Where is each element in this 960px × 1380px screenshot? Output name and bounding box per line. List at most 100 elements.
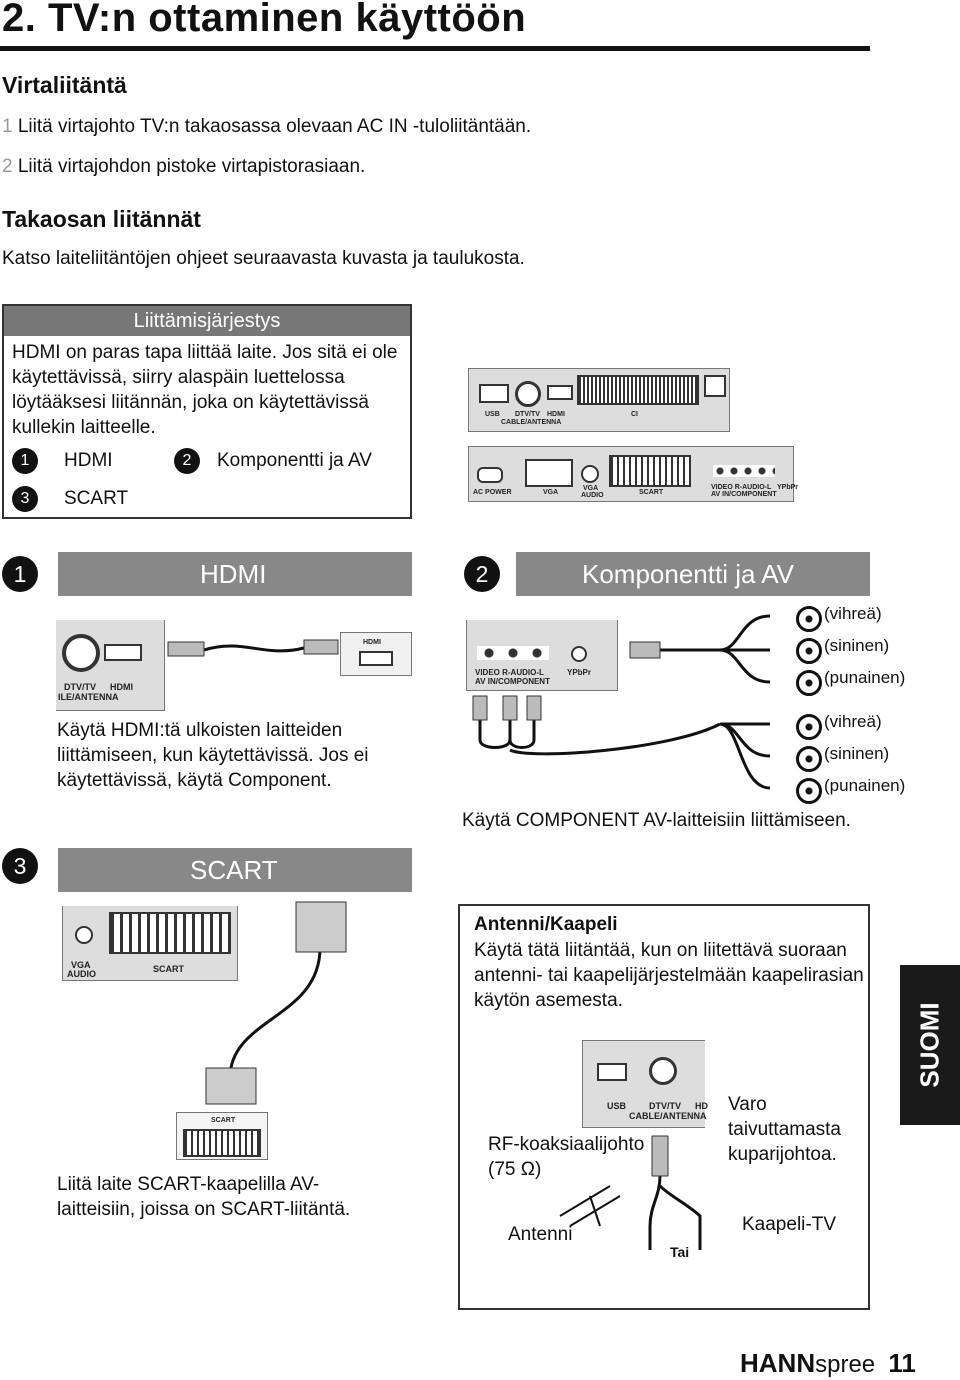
page-title: 2. TV:n ottaminen käyttöön xyxy=(2,0,527,40)
hdmi-port-icon xyxy=(104,644,142,661)
antenna-label: Antenni xyxy=(508,1224,573,1245)
coax-port-icon xyxy=(515,381,541,407)
step-number: 2 xyxy=(2,156,13,177)
label-video: VIDEO R-AUDIO-L xyxy=(711,484,772,491)
language-tab: SUOMI xyxy=(900,965,960,1125)
option-2-number: 2 xyxy=(174,448,200,474)
coax-port-icon xyxy=(62,634,100,672)
label-dtv: DTV/TV xyxy=(515,411,540,418)
plug-label: (vihreä) xyxy=(824,604,882,623)
antenna-text: Käytä tätä liitäntää, kun on liitettävä … xyxy=(474,940,864,1011)
label-vga-audio-2: AUDIO xyxy=(581,492,604,499)
antenna-title: Antenni/Kaapeli xyxy=(474,914,618,935)
comp-section-number: 2 xyxy=(464,556,500,592)
scart-port-icon xyxy=(183,1129,261,1157)
option-1-number: 1 xyxy=(12,448,38,474)
label-usb: USB xyxy=(607,1101,627,1111)
label-cable: CABLE/ANTENNA xyxy=(501,419,562,426)
label-dtv: DTV/TV xyxy=(64,682,97,692)
power-title: Virtaliitäntä xyxy=(2,72,127,98)
plug-label: (vihreä) xyxy=(824,712,882,731)
plug-label: (sininen) xyxy=(824,744,890,763)
hdmi-port-icon xyxy=(359,651,393,666)
power-step-1: 1 Liitä virtajohto TV:n takaosassa oleva… xyxy=(2,116,531,138)
plug-label: (sininen) xyxy=(824,636,890,655)
antenna-cable-icon xyxy=(559,1135,702,1250)
av-ports-icon xyxy=(477,646,549,660)
order-box: Liittämisjärjestys HDMI on paras tapa li… xyxy=(2,304,412,519)
rf-label: RF-koaksiaalijohto (75 Ω) xyxy=(488,1134,645,1180)
component-cables-icon xyxy=(472,614,771,790)
label-cable: ILE/ANTENNA xyxy=(58,692,119,702)
warning-label: Varo taivuttamasta kuparijohtoa. xyxy=(728,1094,841,1165)
ci-slot-icon xyxy=(577,375,699,405)
comp-section-title: Komponentti ja AV xyxy=(582,559,794,589)
comp-section-bar: Komponentti ja AV xyxy=(516,552,870,596)
hdmi-section-title: HDMI xyxy=(200,559,267,589)
option-1-label: HDMI xyxy=(64,450,113,471)
usb-port-icon xyxy=(597,1063,627,1081)
label-cable: CABLE/ANTENNA xyxy=(629,1111,707,1121)
brand-logo-bold: HANN xyxy=(740,1348,816,1378)
hdmi-cable-icon xyxy=(167,639,339,657)
label-hdmi: HDMI xyxy=(110,682,133,692)
av-ports-icon xyxy=(713,465,775,477)
cabletv-label: Kaapeli-TV xyxy=(742,1214,836,1235)
scart-section-number: 3 xyxy=(2,848,38,884)
scart-cable-icon xyxy=(205,901,347,1105)
plug-red-icon xyxy=(796,778,822,804)
plug-green-icon xyxy=(796,606,822,632)
scart-section-bar: SCART xyxy=(58,848,412,892)
tv-top-panel: USB DTV/TV CABLE/ANTENNA HDMI CI xyxy=(468,368,730,432)
option-3-number: 3 xyxy=(12,486,38,512)
hdmi-caption: Käytä HDMI:tä ulkoisten laitteiden liitt… xyxy=(57,720,369,791)
vga-audio-port-icon xyxy=(581,465,599,483)
title-rule xyxy=(0,46,870,51)
step-number: 1 xyxy=(2,116,13,137)
label-av-in: AV IN/COMPONENT xyxy=(711,491,777,498)
power-step-2: 2 Liitä virtajohdon pistoke virtapistora… xyxy=(2,156,365,178)
plug-label: (punainen) xyxy=(824,776,906,795)
option-3-label: SCART xyxy=(64,488,129,509)
label-video: VIDEO R-AUDIO-L xyxy=(475,668,544,677)
antenna-tv-panel: USB DTV/TV CABLE/ANTENNA HD xyxy=(582,1040,708,1128)
ypbpr-port-icon xyxy=(571,646,587,662)
ac-power-port-icon xyxy=(477,467,503,483)
rear-text: Katso laiteliitäntöjen ohjeet seuraavast… xyxy=(2,248,525,269)
scart-port-icon xyxy=(109,912,231,954)
hdmi-device-panel: HDMI xyxy=(340,632,412,676)
scart-caption: Liitä laite SCART-kaapelilla AV-laitteis… xyxy=(57,1174,351,1220)
hdmi-section-number: 1 xyxy=(2,556,38,592)
order-box-title: Liittämisjärjestys xyxy=(4,306,410,336)
label-ypbpr: YPbPr xyxy=(777,484,799,491)
hdmi-port-icon xyxy=(547,385,573,400)
plug-red-icon xyxy=(796,670,822,696)
vga-port-icon xyxy=(525,459,573,487)
brand-logo-rest: spree xyxy=(815,1351,876,1378)
label-usb: USB xyxy=(485,411,500,418)
label-ypbpr: YPbPr xyxy=(567,668,592,677)
label-scart: SCART xyxy=(153,964,184,974)
language-tab-label: SUOMI xyxy=(914,1002,945,1088)
usb-port-icon xyxy=(479,384,509,403)
tv-bottom-panel: AC POWER VGA VGA AUDIO SCART VIDEO R-AUD… xyxy=(468,446,798,502)
order-box-text: HDMI on paras tapa liittää laite. Jos si… xyxy=(12,342,398,438)
label-ac-power: AC POWER xyxy=(473,489,512,496)
label-ci: CI xyxy=(631,411,638,418)
or-label: Tai xyxy=(670,1244,690,1260)
label-vga: VGA xyxy=(71,960,91,970)
scart-section-title: SCART xyxy=(190,855,278,885)
label-device-hdmi: HDMI xyxy=(363,639,381,646)
comp-tv-panel: VIDEO R-AUDIO-L AV IN/COMPONENT YPbPr xyxy=(466,620,618,691)
headphone-port-icon xyxy=(704,375,726,397)
scart-tv-panel: VGA AUDIO SCART xyxy=(62,906,238,981)
footer-brand: HANNspree 11 xyxy=(740,1348,916,1379)
plug-blue-icon xyxy=(796,638,822,664)
label-audio: AUDIO xyxy=(67,969,96,979)
label-av-in: AV IN/COMPONENT xyxy=(475,677,550,686)
label-vga-audio-1: VGA xyxy=(583,485,599,492)
plug-green-icon xyxy=(796,714,822,740)
plug-blue-icon xyxy=(796,746,822,772)
hdmi-section-bar: HDMI xyxy=(58,552,412,596)
vga-audio-port-icon xyxy=(75,926,93,944)
